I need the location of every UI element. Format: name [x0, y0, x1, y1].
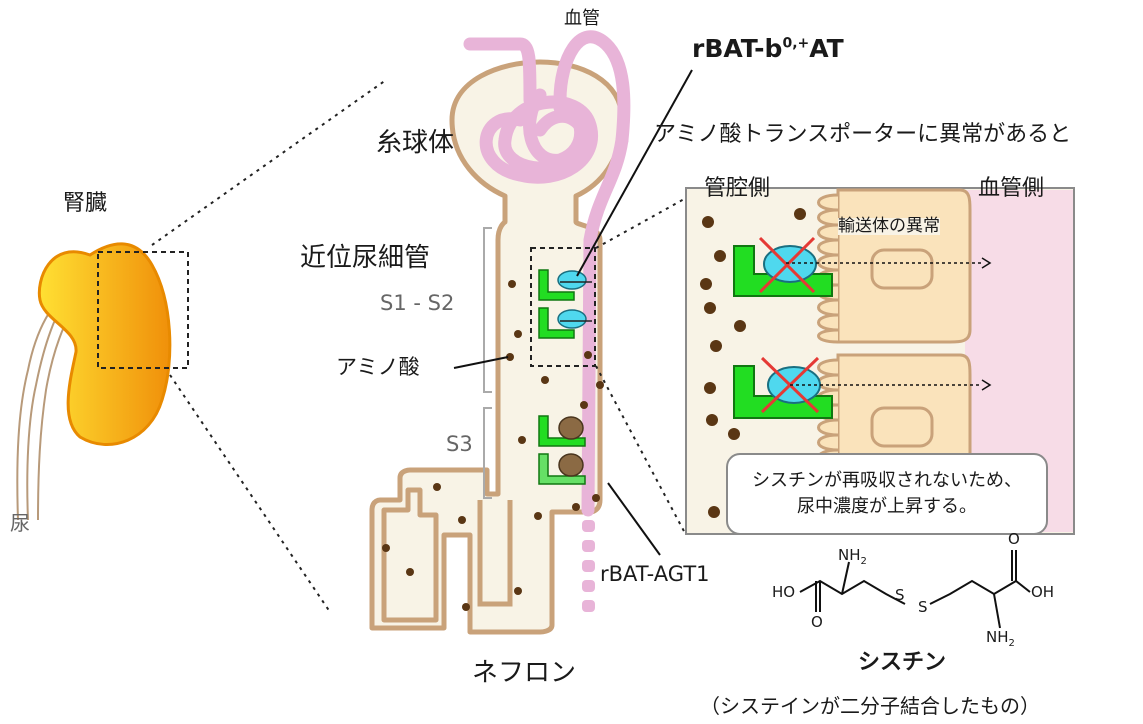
lumen-side-label: 管腔側	[704, 176, 771, 201]
segment-s1s2-label: S1 - S2	[380, 291, 455, 315]
atom-oh: OH	[1031, 583, 1055, 601]
nephron	[369, 30, 693, 635]
callout-line2: 尿中濃度が上昇する。	[797, 496, 977, 517]
inset-transporter-lower	[733, 356, 992, 419]
proximal-tubule-label: 近位尿細管	[300, 243, 431, 273]
cystine-note: （システインが二分子結合したもの）	[700, 694, 1040, 718]
zoom-line-top	[151, 79, 387, 246]
zoom-line-bottom	[169, 374, 331, 613]
atom-ho: HO	[772, 583, 796, 601]
cystine-name: シスチン	[858, 650, 947, 675]
atom-nh2-bottom: NH2	[986, 628, 1015, 649]
blood-vessel-label: 血管	[564, 8, 600, 29]
inset-transporter-upper	[733, 236, 992, 297]
nephron-label: ネフロン	[472, 658, 577, 688]
glomerulus-label: 糸球体	[376, 128, 455, 158]
transporter-top-label: rBAT-b0,+AT	[692, 34, 844, 63]
transporter-s1s2-lower	[538, 307, 592, 339]
inset-heading: アミノ酸トランスポーターに異常があると	[654, 122, 1072, 147]
amino-acid-label: アミノ酸	[336, 355, 420, 379]
kidney-label: 腎臓	[63, 191, 108, 216]
cystine-structure	[799, 550, 1031, 629]
atom-o2: O	[1008, 530, 1020, 548]
transporter-bottom-label: rBAT-AGT1	[600, 562, 710, 586]
atom-o1: O	[811, 613, 823, 631]
transporter-s1s2-upper	[538, 269, 592, 301]
transporter-s3-upper	[538, 415, 586, 447]
atom-nh2-top: NH2	[838, 546, 867, 567]
segment-s3-label: S3	[446, 432, 473, 456]
transporter-defect-label: 輸送体の異常	[838, 216, 940, 236]
callout-box: シスチンが再吸収されないため、 尿中濃度が上昇する。	[726, 453, 1048, 535]
urine-label: 尿	[10, 511, 30, 535]
blood-side-label: 血管側	[978, 176, 1045, 201]
callout-line1: シスチンが再吸収されないため、	[752, 469, 1022, 491]
atom-s2: S	[918, 598, 928, 616]
atom-s1: S	[895, 586, 905, 604]
transporter-s3-lower	[538, 453, 586, 485]
kidney	[16, 242, 189, 521]
